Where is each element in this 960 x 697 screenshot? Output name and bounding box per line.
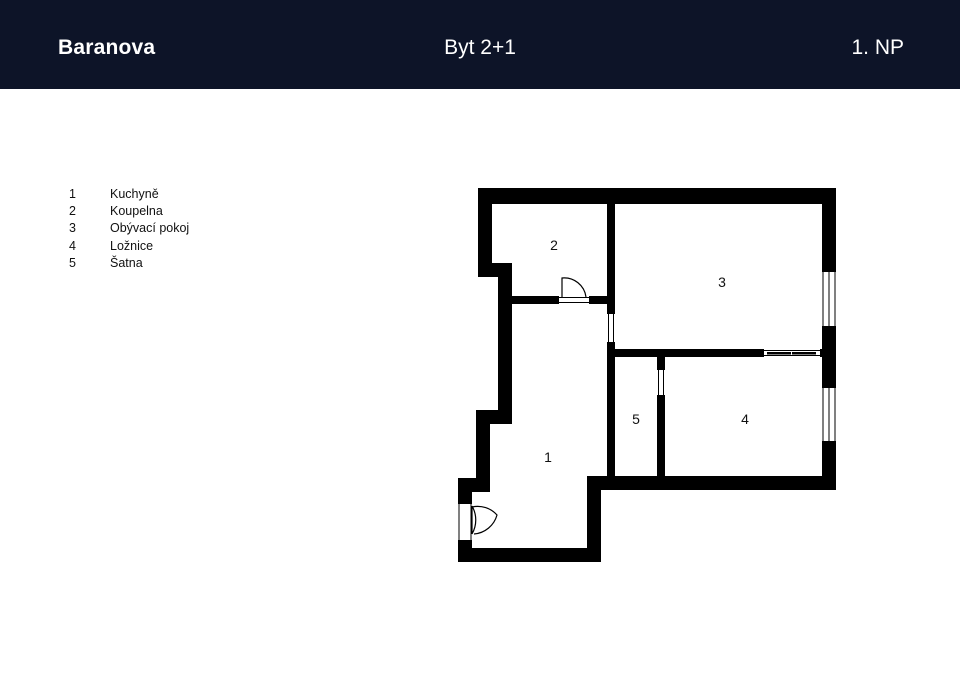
legend-number: 5 [69, 255, 76, 270]
legend-number: 1 [69, 187, 76, 201]
entrance-door-opening [458, 504, 472, 540]
room-label-livingroom: 3 [718, 274, 726, 290]
room-label-bathroom: 2 [550, 237, 558, 253]
opening-closet [657, 370, 665, 395]
legend-item: 5 Šatna [69, 255, 189, 272]
legend-item: 4 Ložnice [69, 238, 189, 255]
bathroom-door-swing [561, 277, 587, 298]
room-legend: 1 Kuchyně 2 Koupelna 3 Obývací pokoj 4 Ložni… [69, 186, 189, 272]
legend-item: 2 Koupelna [69, 203, 189, 220]
apartment-type: Byt 2+1 [444, 36, 516, 59]
wall-closet-bedroom [657, 357, 665, 476]
room-label-closet: 5 [632, 411, 640, 427]
legend-room-name: Koupelna [110, 204, 163, 219]
legend-number: 3 [69, 221, 76, 236]
legend-room-name: Ložnice [110, 238, 154, 253]
page-header: Baranova Byt 2+1 1. NP [0, 0, 960, 89]
room-label-kitchen: 1 [544, 449, 552, 465]
legend-item: 3 Obývací pokoj [69, 220, 189, 237]
legend-number: 2 [69, 204, 76, 219]
opening-kitchen-livingroom [607, 314, 615, 342]
floor-label: 1. NP [851, 36, 904, 59]
legend-room-name: Šatna [110, 255, 143, 270]
legend-room-name: Kuchyně [110, 187, 159, 201]
door-opening-bathroom [559, 296, 589, 304]
project-name: Baranova [58, 36, 156, 59]
outer-wall [458, 188, 836, 562]
wall-livingroom-bedroom [607, 349, 822, 357]
room-label-bedroom: 4 [741, 411, 749, 427]
legend-item: 1 Kuchyně [69, 186, 189, 203]
legend-number: 4 [69, 238, 76, 253]
entrance-door-swing [471, 505, 477, 535]
legend-room-name: Obývací pokoj [110, 221, 190, 236]
